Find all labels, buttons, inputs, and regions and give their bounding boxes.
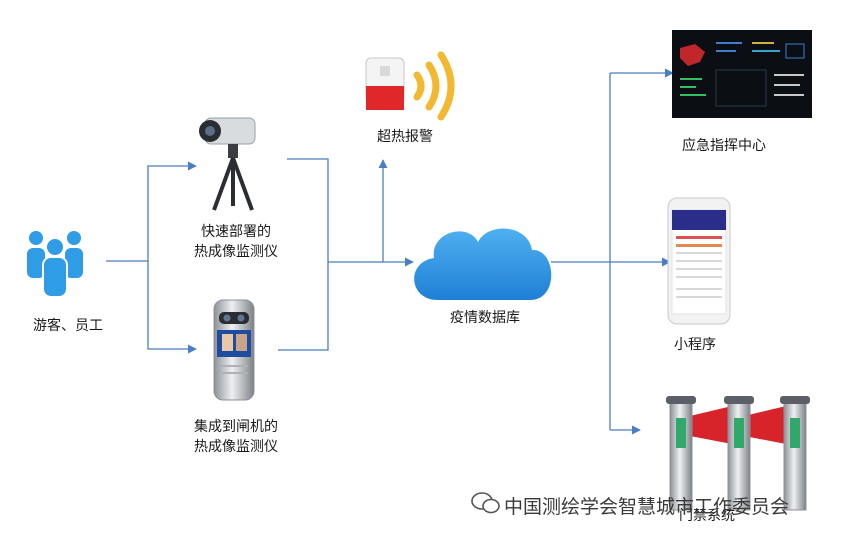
watermark-text: 中国测绘学会智慧城市工作委员会 <box>504 496 790 518</box>
wechat-icon <box>471 492 500 514</box>
gate-camera-label: 集成到闸机的 热成像监测仪 <box>194 419 278 455</box>
alarm-siren-icon <box>365 57 405 110</box>
gate-terminal-icon <box>213 299 255 401</box>
signal-waves-icon <box>413 51 455 121</box>
fast-camera-label: 快速部署的 热成像监测仪 <box>194 224 278 260</box>
mini-program-label: 小程序 <box>674 337 716 353</box>
gate-system-label: 门禁系统 <box>679 508 735 524</box>
command-center-label: 应急指挥中心 <box>682 138 766 154</box>
cloud-icon <box>414 228 552 300</box>
dashboard-screen-icon <box>672 30 812 118</box>
turnstile-gates-icon <box>666 396 810 511</box>
database-label: 疫情数据库 <box>450 310 520 326</box>
mobile-phone-icon <box>667 197 731 325</box>
alarm-label: 超热报警 <box>377 129 433 145</box>
tripod-camera-icon <box>199 117 256 211</box>
people-label: 游客、员工 <box>33 318 103 334</box>
people-icon <box>25 229 85 298</box>
connector-lines <box>106 68 674 435</box>
